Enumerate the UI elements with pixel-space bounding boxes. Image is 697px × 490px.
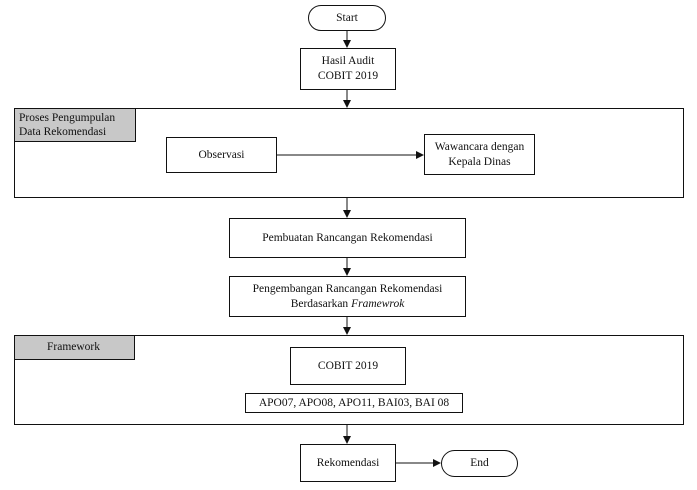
audit-result-box: Hasil Audit COBIT 2019 bbox=[300, 48, 396, 90]
start-label: Start bbox=[336, 11, 358, 24]
cobit-box: COBIT 2019 bbox=[290, 347, 406, 385]
interview-line2: Kepala Dinas bbox=[448, 155, 511, 168]
audit-result-line1: Hasil Audit bbox=[321, 55, 375, 67]
start-terminator: Start bbox=[308, 5, 386, 31]
observation-box: Observasi bbox=[166, 137, 277, 173]
recommendation-label: Rekomendasi bbox=[316, 456, 380, 469]
draft-recommendation-label: Pembuatan Rancangan Rekomendasi bbox=[262, 231, 433, 244]
develop-recommendation-box: Pengembangan Rancangan Rekomendasi Berda… bbox=[229, 276, 466, 317]
develop-line2-prefix: Berdasarkan bbox=[290, 297, 352, 310]
panel-label-line2: Data Rekomendasi bbox=[19, 126, 107, 138]
draft-recommendation-box: Pembuatan Rancangan Rekomendasi bbox=[229, 218, 466, 258]
framework-label-text: Framework bbox=[47, 341, 101, 353]
observation-label: Observasi bbox=[198, 148, 245, 161]
develop-line2: Berdasarkan Framewrok bbox=[291, 297, 405, 312]
interview-line1: Wawancara dengan bbox=[434, 140, 525, 153]
data-collection-panel: Proses Pengumpulan Data Rekomendasi bbox=[14, 108, 684, 198]
data-collection-panel-label: Proses Pengumpulan Data Rekomendasi bbox=[15, 109, 136, 142]
cobit-label: COBIT 2019 bbox=[317, 359, 379, 372]
domains-box: APO07, APO08, APO11, BAI03, BAI 08 bbox=[245, 393, 463, 413]
audit-result-line2: COBIT 2019 bbox=[317, 70, 379, 82]
end-label: End bbox=[470, 457, 489, 469]
interview-box: Wawancara dengan Kepala Dinas bbox=[424, 134, 535, 175]
develop-line1: Pengembangan Rancangan Rekomendasi bbox=[252, 282, 443, 295]
panel-label-line1: Proses Pengumpulan bbox=[19, 112, 116, 124]
domains-label: APO07, APO08, APO11, BAI03, BAI 08 bbox=[258, 396, 450, 409]
framework-panel-label: Framework bbox=[15, 336, 135, 360]
develop-line2-italic: Framewrok bbox=[351, 297, 405, 310]
recommendation-box: Rekomendasi bbox=[300, 444, 396, 482]
end-terminator: End bbox=[441, 450, 518, 477]
